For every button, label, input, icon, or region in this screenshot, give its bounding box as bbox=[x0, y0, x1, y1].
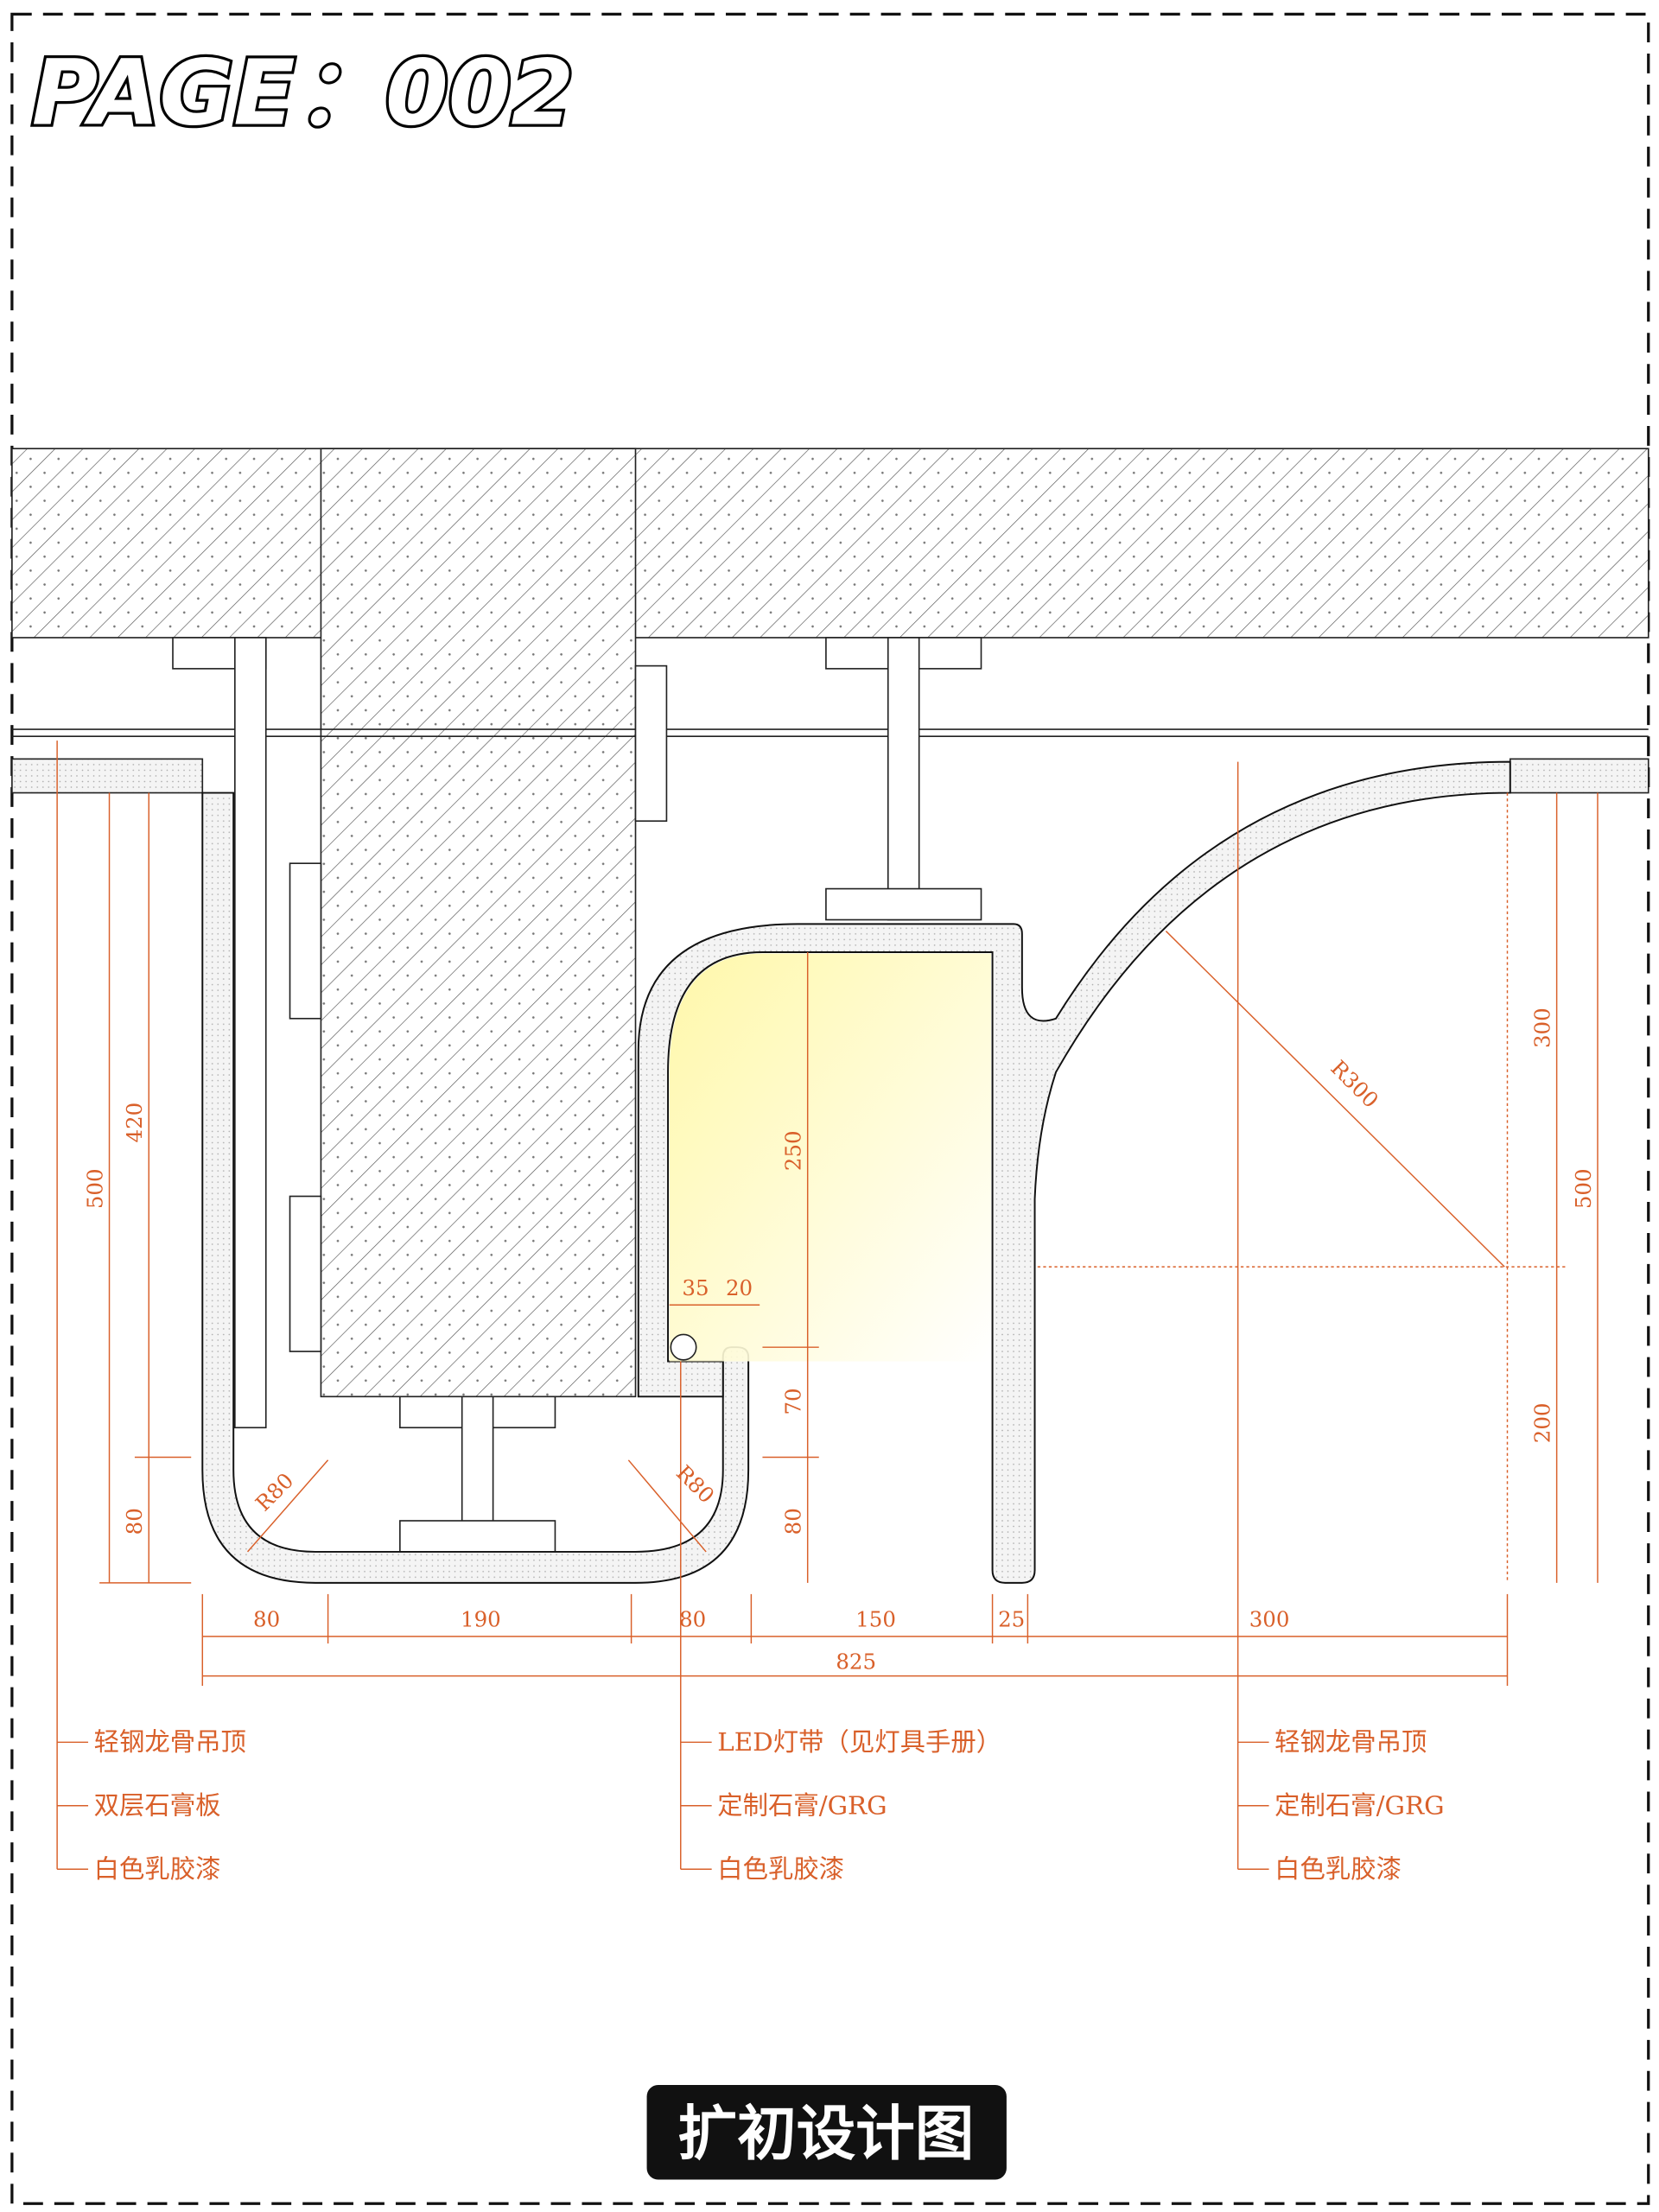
dim-left-500: 500 bbox=[82, 1168, 107, 1209]
dim-radius-80-right: R80 bbox=[671, 1460, 720, 1509]
dim-h-80a: 80 bbox=[253, 1606, 280, 1631]
dim-h-150: 150 bbox=[855, 1606, 896, 1631]
dim-right-300: 300 bbox=[1529, 1007, 1554, 1048]
concrete-column bbox=[320, 448, 637, 1398]
note-mid-3: 白色乳胶漆 bbox=[717, 1854, 844, 1884]
dim-led-35: 35 bbox=[682, 1275, 709, 1300]
dim-total-825: 825 bbox=[836, 1649, 876, 1674]
hanger-brackets bbox=[172, 637, 982, 1553]
led-glow-area bbox=[669, 953, 991, 1362]
note-right-3: 白色乳胶漆 bbox=[1274, 1854, 1402, 1884]
dim-mid-70: 70 bbox=[781, 1388, 806, 1414]
note-mid-1: LED灯带（见灯具手册） bbox=[717, 1727, 1001, 1757]
note-left-1: 轻钢龙骨吊顶 bbox=[94, 1727, 246, 1757]
dim-radius-300: R300 bbox=[1326, 1055, 1384, 1113]
note-right-1: 轻钢龙骨吊顶 bbox=[1274, 1727, 1427, 1757]
dim-left-420: 420 bbox=[122, 1103, 147, 1143]
grg-light-trough bbox=[637, 760, 1511, 1584]
concrete-slab bbox=[11, 448, 1649, 639]
dim-left-80: 80 bbox=[122, 1508, 147, 1535]
dim-right-500: 500 bbox=[1571, 1168, 1596, 1209]
note-right-2: 定制石膏/GRG bbox=[1274, 1791, 1444, 1821]
note-mid-2: 定制石膏/GRG bbox=[717, 1791, 887, 1821]
dim-h-300: 300 bbox=[1249, 1606, 1290, 1631]
page-title: PAGE：002 bbox=[32, 41, 574, 146]
light-steel-keel bbox=[11, 728, 1649, 738]
note-left-2: 双层石膏板 bbox=[94, 1791, 221, 1821]
gypsum-board-left bbox=[11, 758, 204, 794]
dim-mid-80: 80 bbox=[781, 1508, 806, 1535]
dim-radius-80-left: R80 bbox=[251, 1468, 299, 1516]
led-strip-icon bbox=[670, 1333, 697, 1361]
dim-h-80b: 80 bbox=[679, 1606, 706, 1631]
dim-h-25: 25 bbox=[998, 1606, 1025, 1631]
dim-led-20: 20 bbox=[726, 1275, 753, 1300]
dim-right-200: 200 bbox=[1529, 1402, 1554, 1443]
note-left-3: 白色乳胶漆 bbox=[94, 1854, 221, 1884]
dimension-lines bbox=[56, 741, 1599, 1870]
dim-mid-250: 250 bbox=[781, 1130, 806, 1171]
gypsum-board-right bbox=[1509, 758, 1649, 794]
dim-h-190: 190 bbox=[461, 1606, 501, 1631]
design-stage-badge-text: 扩初设计图 bbox=[678, 2100, 975, 2169]
page-frame bbox=[10, 12, 1650, 2205]
design-stage-badge bbox=[646, 2085, 1007, 2180]
